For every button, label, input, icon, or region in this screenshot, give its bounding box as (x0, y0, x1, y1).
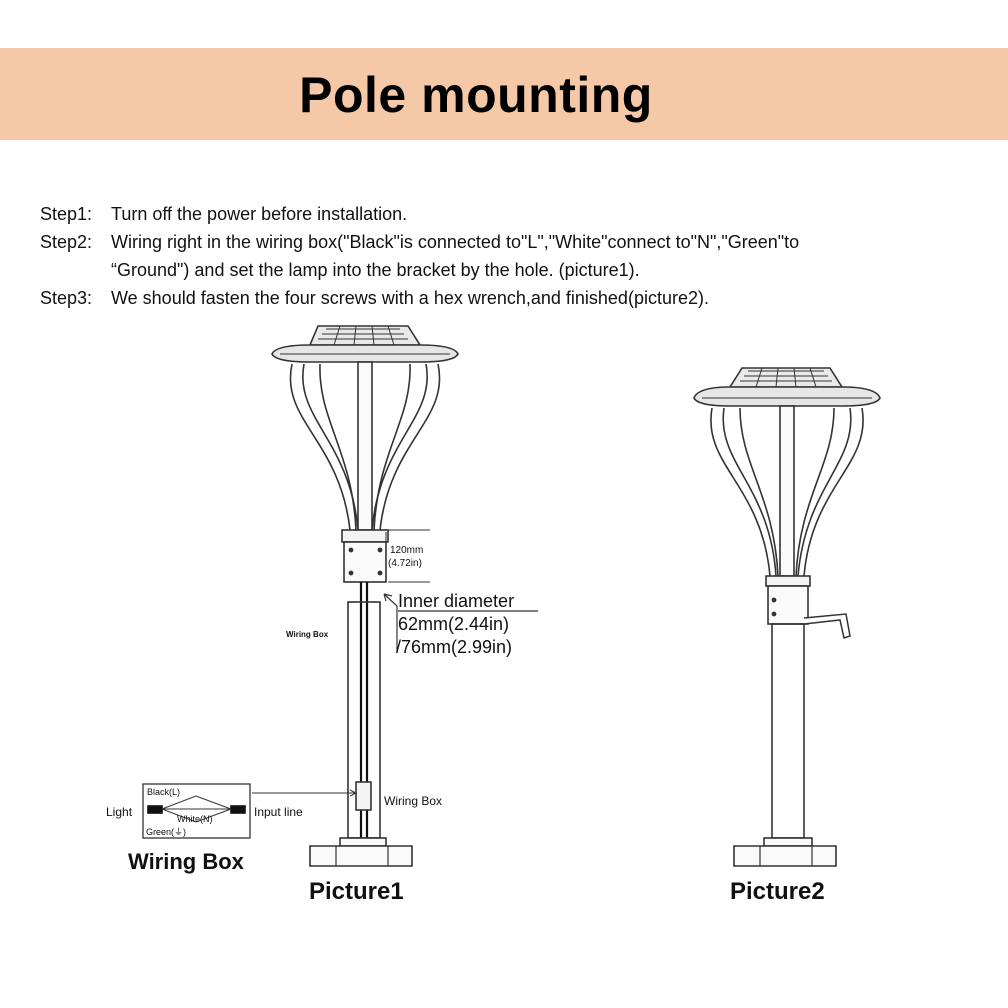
picture2-caption: Picture2 (730, 878, 825, 905)
light-label: Light (106, 805, 133, 819)
step-text: Wiring right in the wiring box("Black"is… (111, 232, 800, 252)
dimension-in-label: (4.72in) (388, 558, 422, 569)
input-line-label: Input line (254, 805, 303, 819)
picture1-caption: Picture1 (309, 878, 404, 905)
step-1: Step1: Turn off the power before install… (40, 200, 980, 228)
step-label: Step1: (40, 204, 93, 224)
wiring-diagram (142, 783, 358, 839)
black-wire-label: Black(L) (147, 787, 180, 797)
pole-wiring-box-label: Wiring Box (286, 630, 329, 639)
inner-diameter-value-1: 62mm(2.44in) (398, 614, 509, 634)
inner-diameter-value-2: /76mm(2.99in) (396, 637, 512, 657)
step-text: Turn off the power before installation. (111, 204, 408, 224)
inner-diameter-title: Inner diameter (398, 591, 514, 611)
picture1-lamp (271, 325, 459, 867)
step-3: Step3: We should fasten the four screws … (40, 284, 980, 312)
title-banner (0, 48, 1008, 140)
step-text: We should fasten the four screws with a … (111, 288, 709, 308)
step-label: Step3: (40, 288, 93, 308)
step-label: Step2: (40, 232, 93, 252)
step-2: Step2: Wiring right in the wiring box("B… (40, 228, 980, 284)
dimension-mm-label: 120mm (390, 545, 423, 556)
instruction-steps: Step1: Turn off the power before install… (40, 200, 980, 312)
wiring-box-title: Wiring Box (128, 849, 245, 874)
page-title: Pole mounting (299, 67, 653, 123)
wiring-box-callout: Wiring Box (384, 794, 442, 808)
white-wire-label: White(N) (177, 814, 213, 824)
picture2-lamp (693, 367, 881, 867)
step-text-continuation: “Ground") and set the lamp into the brac… (111, 260, 640, 280)
green-wire-label: Green(⏚) (146, 827, 186, 837)
